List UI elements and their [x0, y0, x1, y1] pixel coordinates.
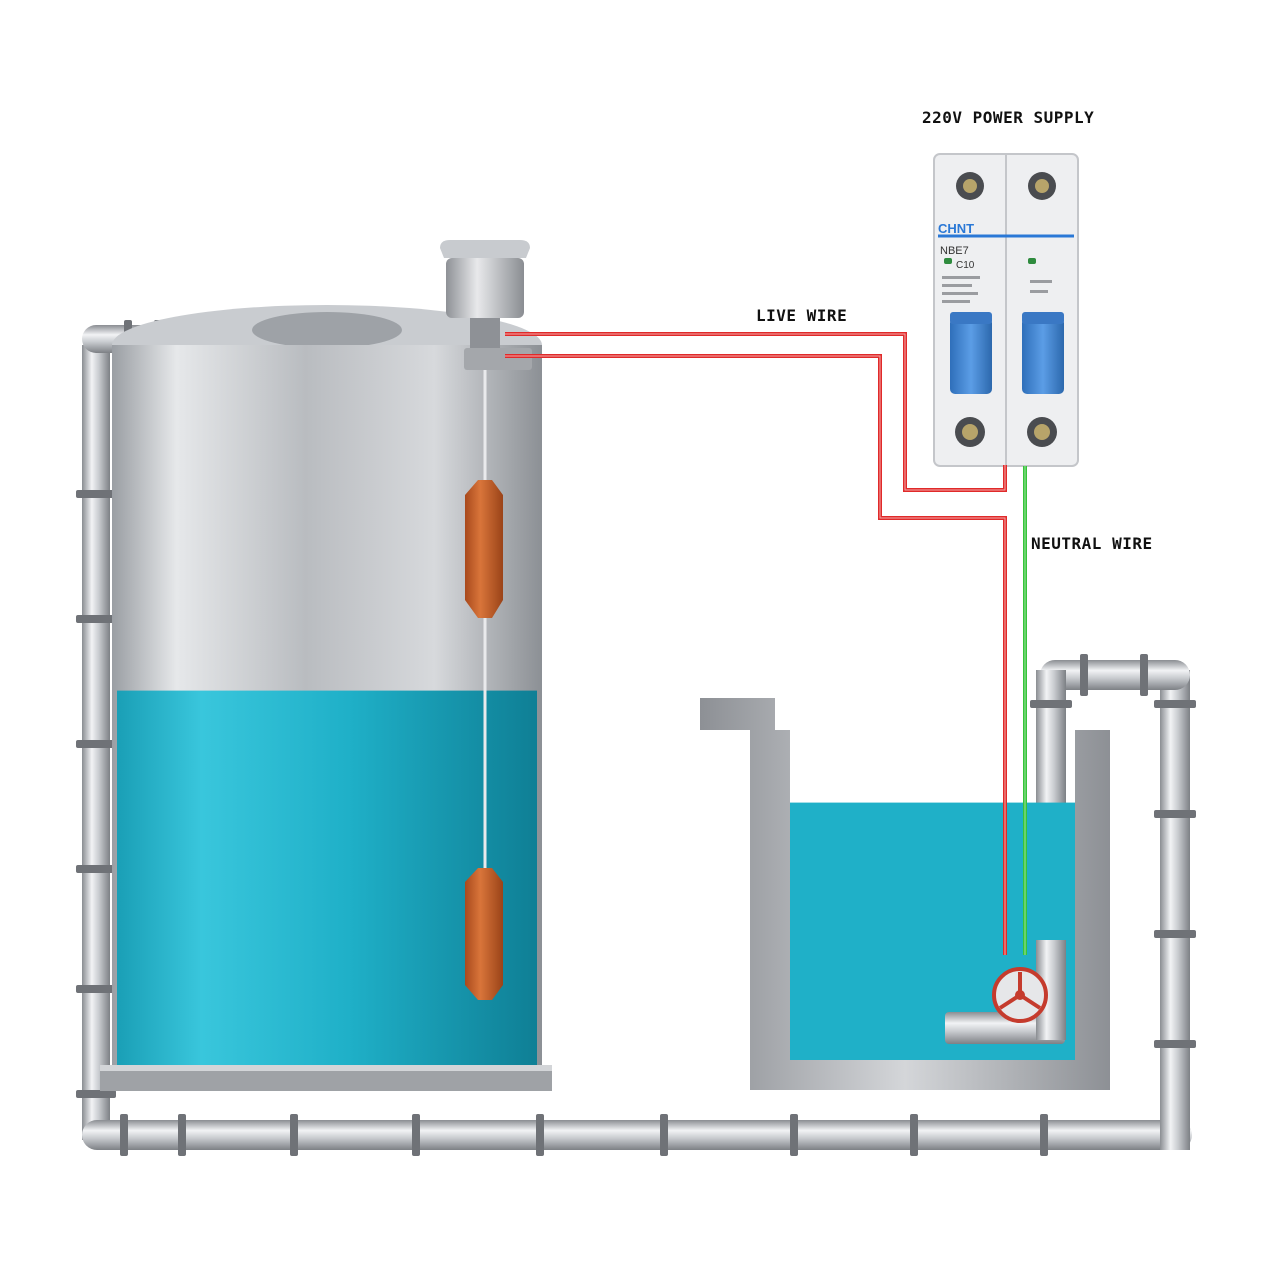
float-switch-housing: [446, 258, 524, 318]
breaker-brand: CHNT: [938, 221, 974, 236]
indicator-left: [944, 258, 952, 264]
float-switch-mount: [464, 348, 532, 370]
breaker-handle-right[interactable]: [1022, 318, 1064, 394]
breaker-model: NBE7: [940, 245, 969, 257]
power-supply-label: 220V POWER SUPPLY: [922, 108, 1095, 127]
circuit-breaker: CHNT NBE7 C10: [933, 153, 1079, 467]
indicator-right: [1028, 258, 1036, 264]
neutral-wire-label: NEUTRAL WIRE: [1031, 534, 1153, 553]
water-tank: [100, 305, 552, 1091]
wiring: [505, 332, 1027, 955]
breaker-rating: C10: [956, 260, 975, 271]
top-right-pipe: [1040, 660, 1190, 690]
upper-float: [465, 480, 503, 618]
right-pipe: [1160, 670, 1190, 1150]
tank-hatch: [252, 312, 402, 348]
tank-water: [117, 690, 537, 1065]
breaker-handle-left[interactable]: [950, 318, 992, 394]
sump-wall: [700, 698, 1110, 1090]
breaker-spec-print: [942, 276, 1052, 303]
bottom-pipe: [82, 1120, 1192, 1150]
sump-tank: [700, 698, 1110, 1090]
live-wire-label: LIVE WIRE: [756, 306, 848, 325]
pump-inlet-pipe: [945, 1012, 1065, 1044]
pump-valve: [992, 967, 1048, 1023]
float-switch: [440, 240, 532, 1000]
lower-float: [465, 868, 503, 1000]
float-switch-cap-top: [440, 240, 530, 258]
